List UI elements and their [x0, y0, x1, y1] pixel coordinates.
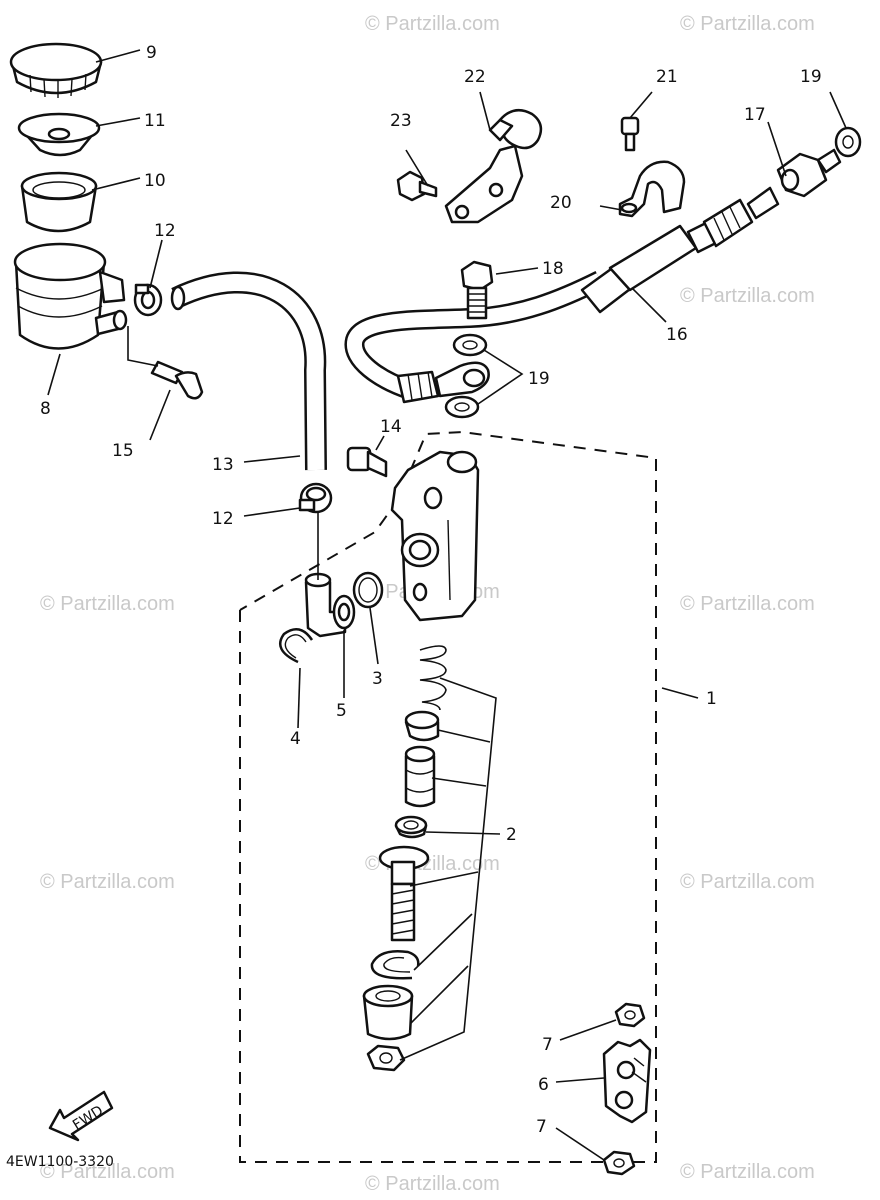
callout-17: 17	[744, 105, 766, 125]
spring-seat	[404, 710, 440, 742]
piston	[404, 745, 436, 808]
callout-22: 22	[464, 67, 486, 87]
callout-19-lower: 19	[528, 369, 550, 389]
screw-15	[150, 360, 204, 400]
callout-3: 3	[372, 669, 383, 689]
hose-clip-upper	[133, 283, 163, 317]
elbow-fitting	[304, 572, 356, 638]
callout-9: 9	[146, 43, 157, 63]
watermark: © Partzilla.com	[680, 871, 815, 893]
o-ring	[352, 571, 384, 609]
diaphragm-plate	[17, 112, 101, 157]
circlip-internal	[370, 950, 420, 980]
banjo-bolt	[460, 260, 494, 320]
callout-21: 21	[656, 67, 678, 87]
diagram-code: 4EW1100-3320	[6, 1154, 114, 1170]
watermark: © Partzilla.com	[680, 1161, 815, 1183]
piston-cup	[394, 815, 428, 839]
callout-19-upper: 19	[800, 67, 822, 87]
dust-boot	[362, 984, 414, 1041]
diaphragm	[20, 171, 98, 233]
callout-11: 11	[144, 111, 166, 131]
callout-10: 10	[144, 171, 166, 191]
washer-19-upper	[834, 126, 862, 158]
brake-hose	[344, 186, 780, 404]
watermark: © Partzilla.com	[680, 285, 815, 307]
watermark: © Partzilla.com	[40, 1161, 175, 1183]
callout-8: 8	[40, 399, 51, 419]
circlip-4	[279, 627, 314, 664]
callout-16: 16	[666, 325, 688, 345]
locknut-internal	[366, 1044, 406, 1072]
hose-clamp	[618, 160, 686, 218]
callout-20: 20	[550, 193, 572, 213]
callout-14: 14	[380, 417, 402, 437]
screw-21	[620, 116, 640, 152]
bolt-23	[396, 170, 438, 202]
nut-7-upper	[614, 1002, 646, 1028]
callout-12-upper: 12	[154, 221, 176, 241]
nut-7-lower	[602, 1150, 636, 1176]
leader-lines	[47, 49, 847, 1161]
callout-13: 13	[212, 455, 234, 475]
callout-15: 15	[112, 441, 134, 461]
fwd-arrow: FWD	[48, 1090, 114, 1142]
watermark: © Partzilla.com	[365, 1173, 500, 1195]
watermark: © Partzilla.com	[680, 13, 815, 35]
washer-19-a	[452, 333, 488, 357]
callout-1: 1	[706, 689, 717, 709]
callouts: 9 11 10 12 8 15 13 12 14 23 22 21 20 17 …	[40, 43, 822, 1137]
hose-end	[170, 285, 186, 311]
callout-12-lower: 12	[212, 509, 234, 529]
callout-7-upper: 7	[542, 1035, 553, 1055]
callout-18: 18	[542, 259, 564, 279]
hose-fitting	[776, 148, 842, 198]
hose-bracket	[444, 108, 543, 224]
callout-5: 5	[336, 701, 347, 721]
callout-4: 4	[290, 729, 301, 749]
callout-2: 2	[506, 825, 517, 845]
master-cylinder-body	[390, 450, 480, 622]
callout-6: 6	[538, 1075, 549, 1095]
return-spring	[419, 645, 447, 711]
clevis	[602, 1038, 652, 1124]
hose-clip-lower	[298, 482, 333, 514]
callout-23: 23	[390, 111, 412, 131]
reservoir	[13, 242, 128, 350]
watermark: © Partzilla.com	[680, 593, 815, 615]
washer-19-b	[444, 395, 480, 419]
push-rod	[378, 845, 430, 942]
watermark: © Partzilla.com	[40, 871, 175, 893]
watermark: © Partzilla.com	[365, 13, 500, 35]
assembly-boundary	[239, 430, 657, 1163]
callout-7-lower: 7	[536, 1117, 547, 1137]
bolt-14	[346, 446, 388, 478]
watermark: © Partzilla.com	[40, 593, 175, 615]
reservoir-cap	[9, 42, 103, 98]
